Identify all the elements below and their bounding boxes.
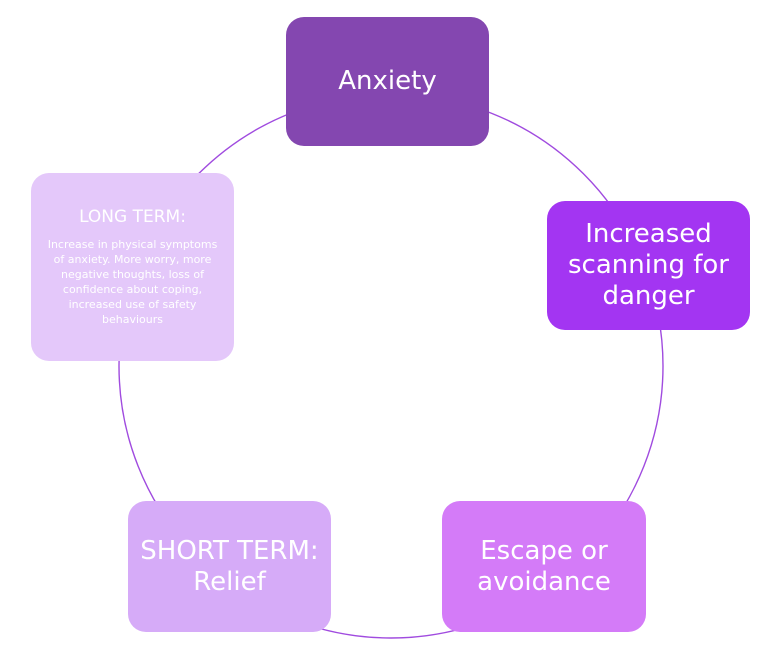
node-escape-avoidance-label: Escape or avoidance bbox=[477, 535, 611, 597]
node-anxiety-label: Anxiety bbox=[338, 66, 437, 96]
node-long-term-title: LONG TERM: bbox=[79, 207, 186, 227]
node-escape-avoidance: Escape or avoidance bbox=[442, 501, 646, 632]
node-increased-scanning-label: Increased scanning for danger bbox=[568, 219, 729, 311]
node-long-term-description: Increase in physical symptoms of anxiety… bbox=[47, 238, 218, 326]
node-short-term-label: SHORT TERM: Relief bbox=[140, 535, 319, 597]
node-short-term: SHORT TERM: Relief bbox=[128, 501, 331, 632]
node-long-term: LONG TERM: Increase in physical symptoms… bbox=[31, 173, 234, 361]
node-anxiety: Anxiety bbox=[286, 17, 489, 146]
node-increased-scanning: Increased scanning for danger bbox=[547, 201, 750, 330]
